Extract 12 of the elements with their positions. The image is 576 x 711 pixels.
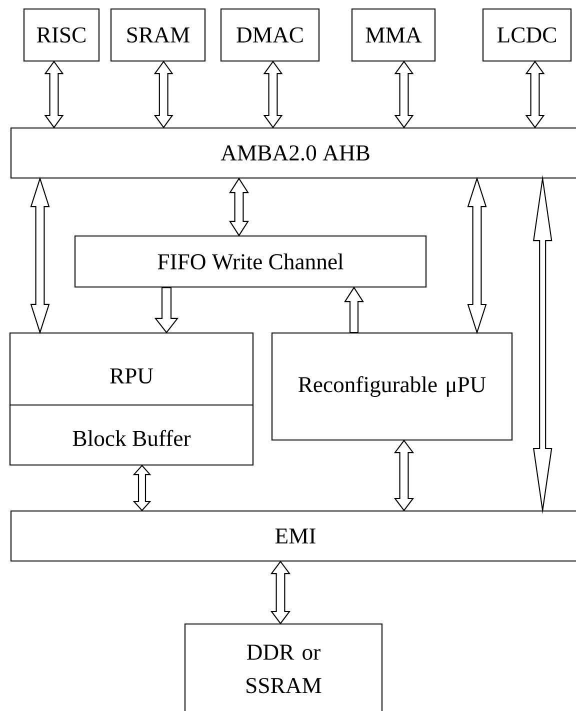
component-box: MMA: [351, 8, 436, 62]
processor-box: Reconfigurable μPU: [271, 332, 513, 441]
processor-box: RPU Block Buffer: [9, 332, 254, 466]
memory-box: DDR or SSRAM: [184, 623, 383, 711]
component-box: LCDC: [482, 8, 572, 62]
component-box: DMAC: [220, 8, 320, 62]
component-box: RISC: [23, 8, 100, 62]
channel-box: FIFO Write Channel: [74, 235, 427, 288]
bus-bar: EMI: [10, 510, 576, 562]
block-arrow: [154, 287, 179, 334]
bus-bar: AMBA2.0 AHB: [10, 127, 576, 179]
component-box: SRAM: [110, 8, 206, 62]
